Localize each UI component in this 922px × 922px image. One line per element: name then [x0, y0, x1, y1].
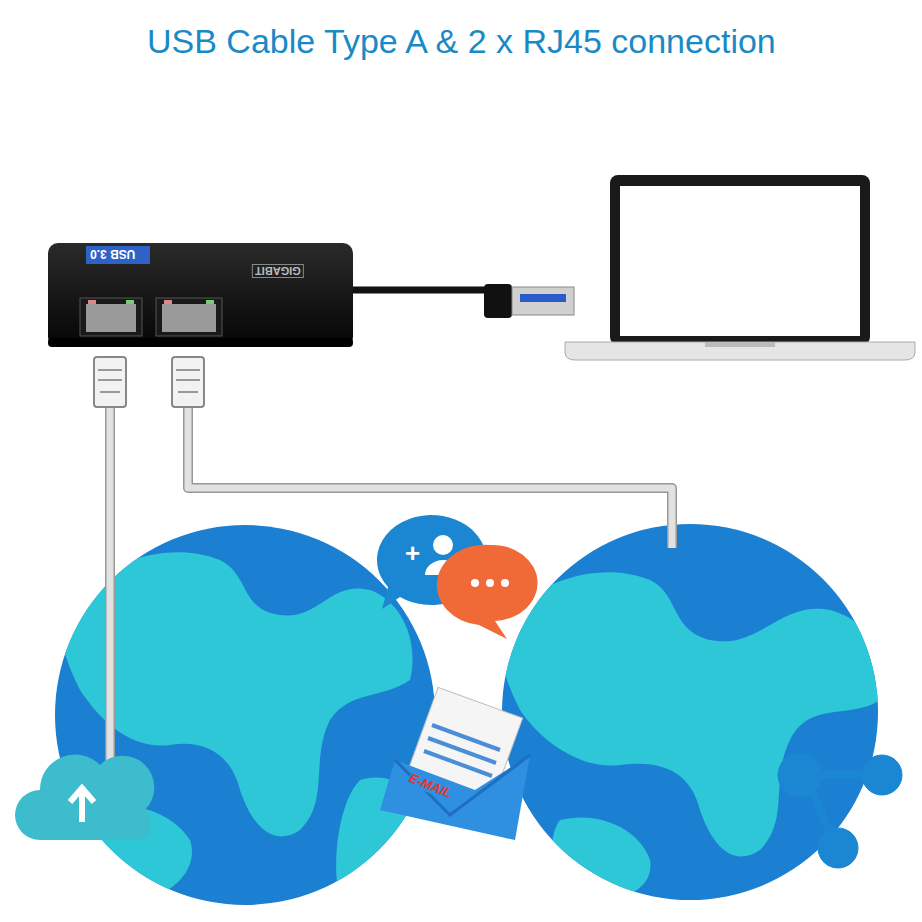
laptop — [565, 175, 915, 360]
usb-a-connector — [484, 284, 574, 318]
globe-right — [499, 524, 883, 901]
chat-icon: + — [377, 515, 538, 639]
rj45-plug — [94, 357, 204, 407]
share-icon — [778, 753, 902, 868]
email-envelope — [380, 687, 530, 840]
cloud-upload-icon — [15, 754, 154, 840]
title: USB Cable Type A & 2 x RJ45 connection — [147, 22, 776, 61]
ethernet-cable — [110, 405, 672, 790]
svg-text:+: + — [405, 538, 420, 568]
port-label: USB 3.0 — [90, 247, 135, 261]
brand-label: GIGABIT — [252, 264, 304, 278]
usb-ethernet-adapter — [48, 243, 490, 347]
